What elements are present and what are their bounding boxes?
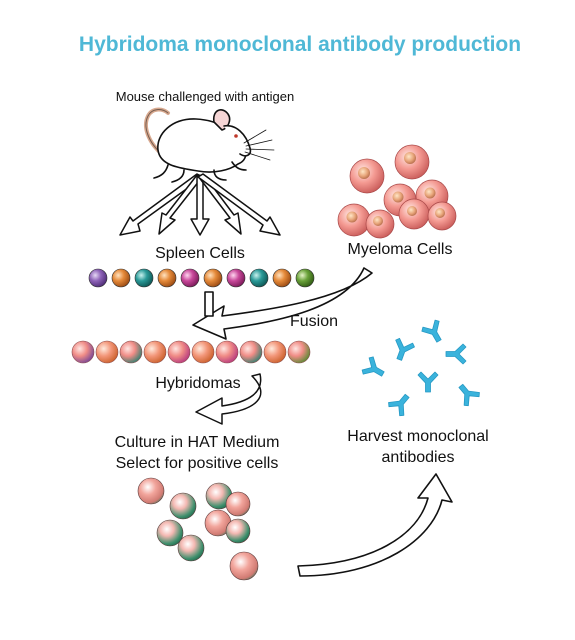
hybridomas-to-culture-arrow [195, 373, 262, 425]
diagram-title: Hybridoma monoclonal antibody production [79, 33, 521, 56]
antibody-icon [361, 356, 385, 377]
cell-icon [249, 268, 269, 288]
cell-icon [137, 477, 165, 505]
spleen-cells-row [88, 268, 315, 288]
cell-icon [239, 340, 263, 364]
cell-icon [229, 551, 259, 581]
cell-icon [295, 268, 315, 288]
culture-cells-cluster [137, 477, 259, 581]
myeloma-cells-cluster [337, 144, 457, 239]
cell-icon [337, 203, 371, 237]
antibody-icon [388, 393, 410, 417]
cell-icon [95, 340, 119, 364]
cell-icon [180, 268, 200, 288]
hybridomas-label: Hybridomas [155, 375, 240, 392]
harvest-label-line1: Harvest monoclonal [347, 428, 488, 445]
cell-icon [263, 340, 287, 364]
antibody-icon [458, 383, 480, 407]
cell-icon [225, 518, 251, 544]
antibody-icon [445, 343, 467, 365]
cell-icon [157, 268, 177, 288]
cell-icon [119, 340, 143, 364]
cell-icon [349, 158, 385, 194]
cell-icon [398, 198, 430, 230]
cell-icon [169, 492, 197, 520]
harvest-label-line2: antibodies [382, 449, 455, 466]
hybridomas-row [71, 340, 311, 364]
spleen-cells-label: Spleen Cells [155, 245, 245, 262]
cell-icon [287, 340, 311, 364]
mouse-icon [144, 107, 275, 183]
cell-icon [394, 144, 430, 180]
culture-label-line2: Select for positive cells [116, 455, 279, 472]
antibody-icon [395, 337, 415, 361]
cell-icon [215, 340, 239, 364]
antibody-icon [421, 319, 442, 343]
cell-icon [365, 209, 395, 239]
cell-icon [203, 268, 223, 288]
myeloma-cells-label: Myeloma Cells [348, 241, 453, 258]
antibody-icon [417, 371, 439, 393]
antibodies-instances [361, 319, 480, 417]
mouse-to-spleen-arrows [119, 173, 281, 236]
cell-icon [111, 268, 131, 288]
fusion-arrow [192, 267, 373, 340]
cell-icon [71, 340, 95, 364]
cell-icon [134, 268, 154, 288]
cell-icon [272, 268, 292, 288]
cell-icon [167, 340, 191, 364]
mouse-label: Mouse challenged with antigen [116, 89, 295, 104]
culture-label-line1: Culture in HAT Medium [115, 434, 280, 451]
cell-icon [226, 268, 246, 288]
cell-icon [191, 340, 215, 364]
cell-icon [156, 519, 184, 547]
culture-to-harvest-arrow [297, 473, 453, 577]
cell-icon [177, 534, 205, 562]
cell-icon [88, 268, 108, 288]
fusion-label: Fusion [290, 313, 338, 330]
cell-icon [427, 201, 457, 231]
cell-icon [143, 340, 167, 364]
cell-icon [225, 491, 251, 517]
